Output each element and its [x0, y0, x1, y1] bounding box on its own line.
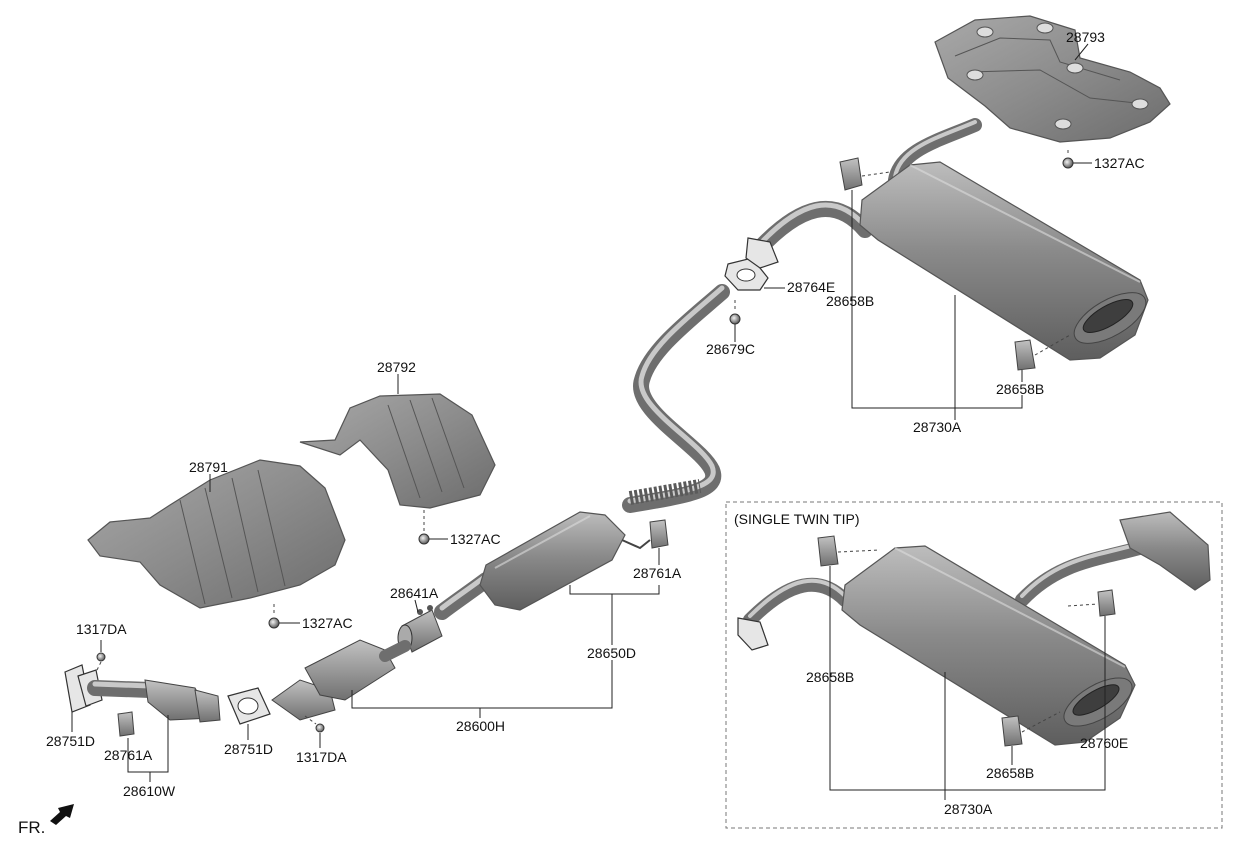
- label-28761A-center[interactable]: 28761A: [633, 565, 682, 581]
- label-28658B-inset-left[interactable]: 28658B: [806, 669, 854, 685]
- hanger-28761A-front: [117, 711, 135, 737]
- label-28761A-front[interactable]: 28761A: [104, 747, 153, 763]
- label-1317DA-front[interactable]: 1317DA: [76, 621, 127, 637]
- nut-28679C: [729, 300, 741, 325]
- arrow-down-left-icon: [50, 804, 74, 825]
- label-1327AC-lower[interactable]: 1327AC: [302, 615, 353, 631]
- inset-frame: [725, 501, 1223, 829]
- center-pipe-28650D: [434, 284, 730, 620]
- rear-muffler-28730A-inset: [737, 511, 1211, 746]
- heat-shield-28792: [299, 393, 496, 509]
- label-28793[interactable]: 28793: [1066, 29, 1105, 45]
- label-28751D-middle[interactable]: 28751D: [224, 741, 273, 757]
- label-28791[interactable]: 28791: [189, 459, 228, 475]
- leader-lines: [71, 43, 1106, 800]
- label-28641A[interactable]: 28641A: [390, 585, 439, 601]
- label-28610W[interactable]: 28610W: [123, 783, 176, 799]
- nut-1317DA-rear: [304, 715, 325, 733]
- label-28792[interactable]: 28792: [377, 359, 416, 375]
- hanger-28658B-inset-right: [1001, 711, 1061, 747]
- front-direction-indicator: FR.: [18, 804, 74, 837]
- label-28730A-upper[interactable]: 28730A: [913, 419, 962, 435]
- label-28730A-inset[interactable]: 28730A: [944, 801, 993, 817]
- label-28760E[interactable]: 28760E: [1080, 735, 1128, 751]
- label-28658B-upper-left[interactable]: 28658B: [826, 293, 874, 309]
- hanger-28658B-upper-left: [839, 157, 891, 191]
- heat-shield-28793: [934, 15, 1171, 143]
- label-28600H[interactable]: 28600H: [456, 718, 505, 734]
- inset-title: (SINGLE TWIN TIP): [734, 511, 860, 527]
- label-1317DA-rear[interactable]: 1317DA: [296, 749, 347, 765]
- nut-1327AC-middle: [418, 510, 430, 545]
- hanger-28761A-center: [621, 519, 669, 550]
- gasket-28751D-middle: [227, 687, 271, 725]
- label-28751D-front[interactable]: 28751D: [46, 733, 95, 749]
- front-pipe-28610W: [64, 664, 221, 723]
- label-1327AC-upper[interactable]: 1327AC: [1094, 155, 1145, 171]
- nut-1327AC-lower: [268, 604, 280, 629]
- catalyst-28600H: [271, 639, 411, 721]
- label-28658B-upper-right[interactable]: 28658B: [996, 381, 1044, 397]
- label-28679C[interactable]: 28679C: [706, 341, 755, 357]
- label-1327AC-middle[interactable]: 1327AC: [450, 531, 501, 547]
- front-label: FR.: [18, 818, 45, 837]
- label-28764E[interactable]: 28764E: [787, 279, 835, 295]
- hanger-28760E-inset: [1067, 589, 1116, 617]
- flange-upper: [745, 237, 779, 269]
- rear-muffler-28730A-upper: [750, 118, 1149, 361]
- label-28658B-inset-right[interactable]: 28658B: [986, 765, 1034, 781]
- part-labels: 28793 1327AC 28764E 28658B 28679C 28658B…: [46, 29, 1145, 817]
- nut-1327AC-upper: [1062, 150, 1074, 169]
- label-28650D[interactable]: 28650D: [587, 645, 636, 661]
- heat-shield-28791: [87, 459, 346, 609]
- hanger-28658B-inset-left: [817, 535, 881, 567]
- hanger-28658B-upper-right: [1014, 334, 1071, 371]
- nut-1317DA-front: [95, 652, 106, 673]
